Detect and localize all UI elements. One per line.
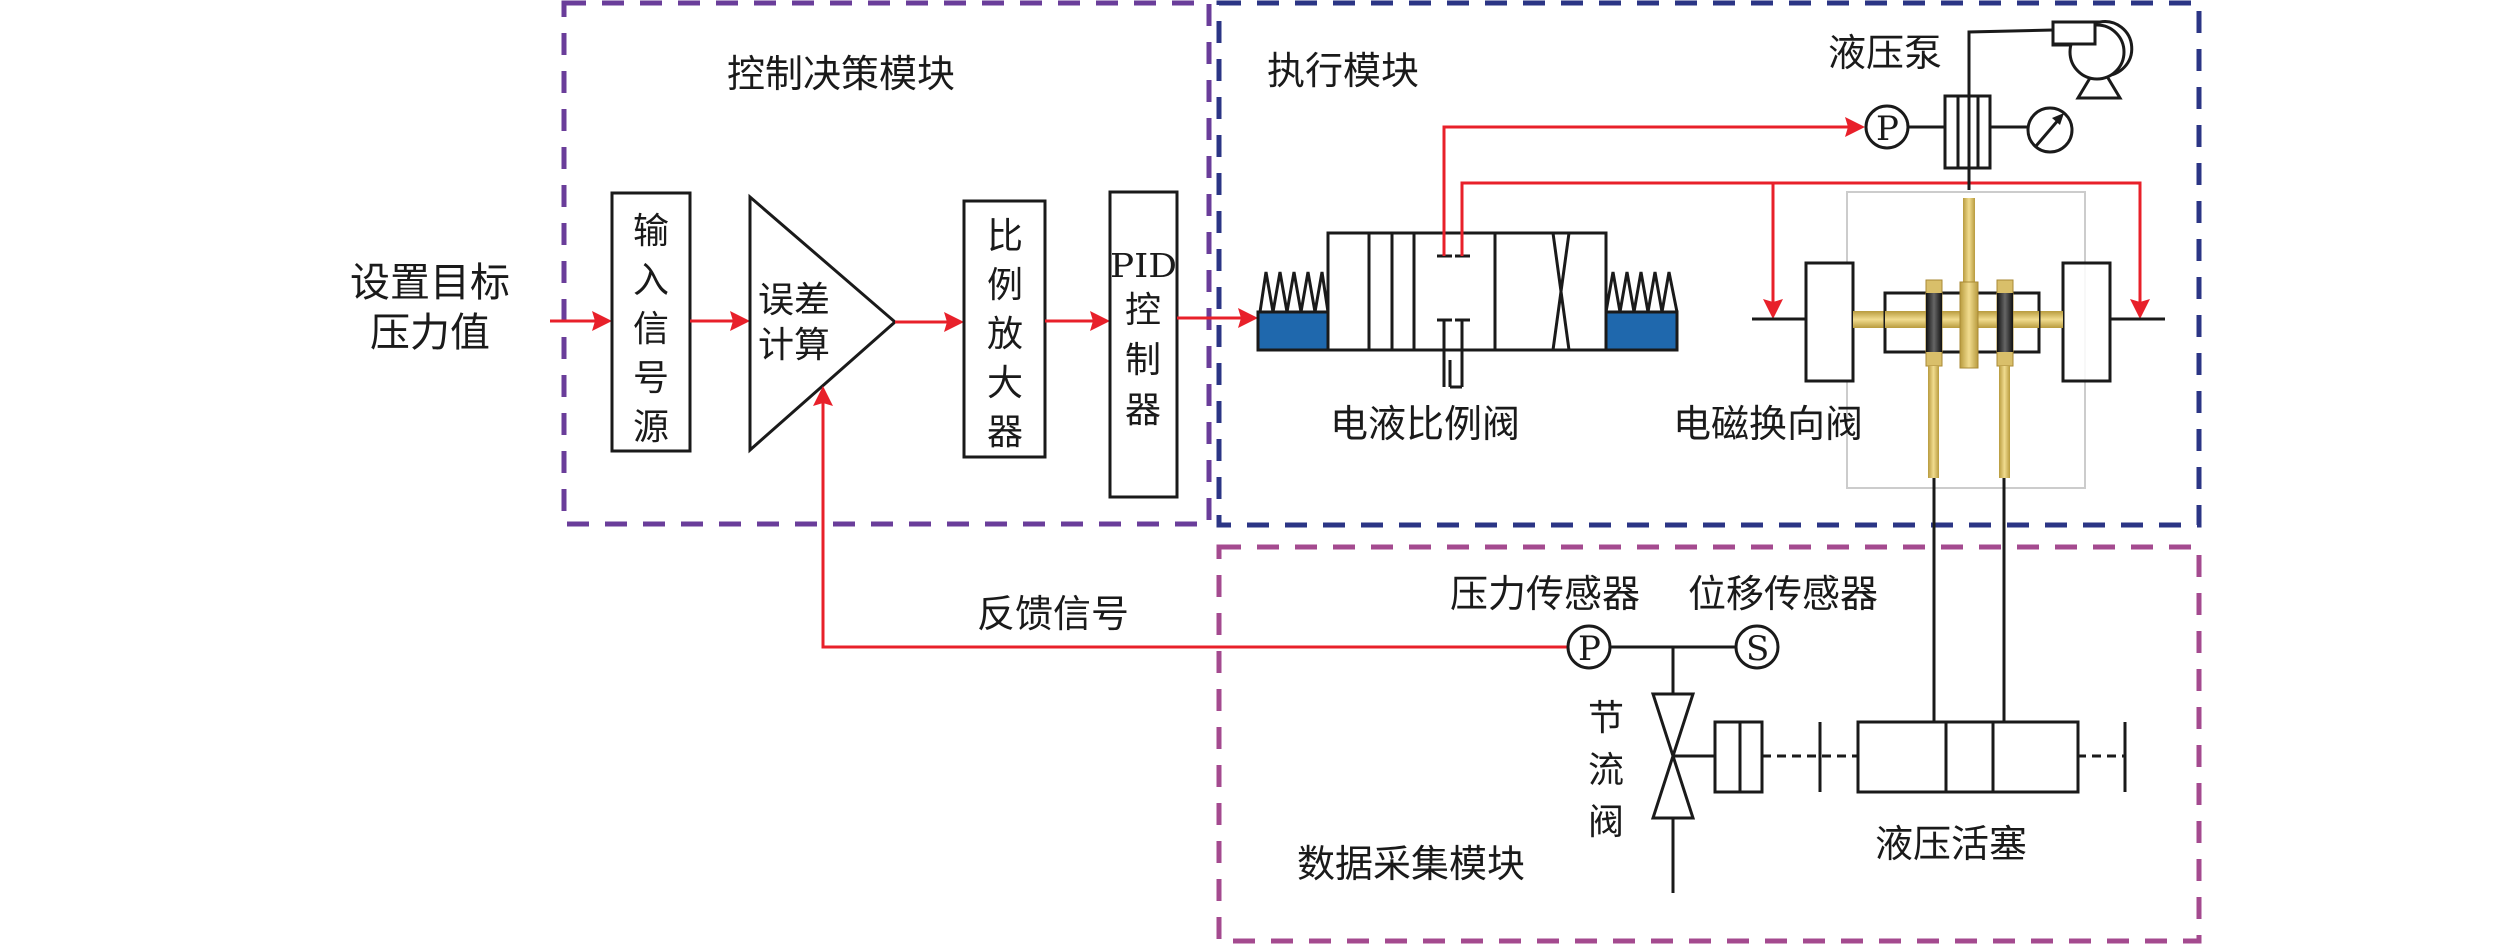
arrowhead-valve (1238, 308, 1258, 328)
error-calc-label-1: 误差 (758, 280, 830, 321)
piston-label: 液压活塞 (1875, 822, 2027, 866)
feedback-arrowhead (813, 386, 833, 406)
solenoid-right-block (2061, 261, 2112, 383)
pid-label-3: 制 (1125, 340, 1161, 381)
pid-label: PID (1110, 246, 1177, 285)
prop-valve-label: 电液比例阀 (1330, 402, 1520, 446)
ss-text-char: 输 (633, 211, 669, 252)
ss-text-char: 入 (633, 260, 669, 301)
ss-text-char: 号 (633, 358, 669, 399)
control-module-title: 控制决策模块 (727, 52, 955, 96)
input-label-line1: 设置目标 (350, 260, 510, 306)
pressure-sensor-letter: P (1578, 629, 1601, 669)
solenoid-left-block (1804, 261, 1855, 383)
signal-line-to-pump (1442, 125, 1852, 256)
pa-text-char: 例 (987, 265, 1023, 306)
solenoid-valve (1752, 191, 2165, 489)
error-calc-triangle (748, 193, 898, 454)
pid-label-2: 控 (1125, 290, 1161, 331)
arrowhead-solenoid-left (1763, 299, 1783, 319)
prop-valve (1256, 231, 1679, 389)
pump-label: 液压泵 (1828, 31, 1942, 75)
acquisition-module-box (1216, 544, 2202, 944)
solenoid-right (1604, 310, 1679, 352)
ss-text-char: 源 (633, 407, 669, 448)
ss-text-char: 信 (633, 309, 669, 350)
throttle-label-1: 节 (1588, 698, 1624, 739)
arrowhead-amp (944, 312, 964, 332)
execution-module-box (1216, 0, 2202, 528)
solenoid-valve-label: 电磁换向阀 (1673, 402, 1863, 446)
arrowhead-pump-p (1845, 117, 1865, 137)
signal-source-block (610, 191, 692, 453)
signal-line-to-solenoid (1460, 181, 2142, 305)
arrowhead-solenoid-right (2130, 299, 2150, 319)
pump-pressure-letter: P (1876, 109, 1899, 149)
pump-icon (2051, 20, 2134, 100)
displacement-sensor-letter: S (1746, 629, 1769, 669)
piston-cylinder (1856, 720, 2080, 794)
acquisition-module-title: 数据采集模块 (1297, 842, 1525, 886)
pa-text-char: 大 (987, 363, 1023, 404)
displacement-sensor-label: 位移传感器 (1688, 572, 1878, 616)
throttle-label-2: 流 (1588, 750, 1624, 791)
arrowhead-error (730, 311, 750, 331)
pressure-sensor-label: 压力传感器 (1450, 572, 1640, 616)
input-label-line2: 压力值 (370, 310, 490, 356)
pid-label-4: 器 (1125, 390, 1161, 431)
arrowhead-pid (1090, 311, 1110, 331)
error-calc-label-2: 计算 (758, 325, 830, 366)
spring-left-icon (1258, 271, 1330, 313)
pa-text-char: 器 (987, 412, 1023, 453)
execution-module-title: 执行模块 (1267, 49, 1419, 93)
pa-text-char: 比 (987, 216, 1023, 257)
pa-text-char: 放 (987, 314, 1023, 355)
input-arrowhead (592, 311, 612, 331)
prop-amplifier-block (962, 199, 1047, 459)
control-module-box (561, 0, 1212, 527)
pid-controller-block (1108, 190, 1179, 499)
spring-right-icon (1604, 271, 1679, 313)
solenoid-left (1256, 310, 1330, 352)
feedback-label: 反馈信号 (977, 592, 1129, 636)
throttle-label-3: 阀 (1588, 802, 1624, 843)
displacement-sensor-symbol (1734, 624, 1780, 670)
feedback-line (821, 400, 1568, 649)
